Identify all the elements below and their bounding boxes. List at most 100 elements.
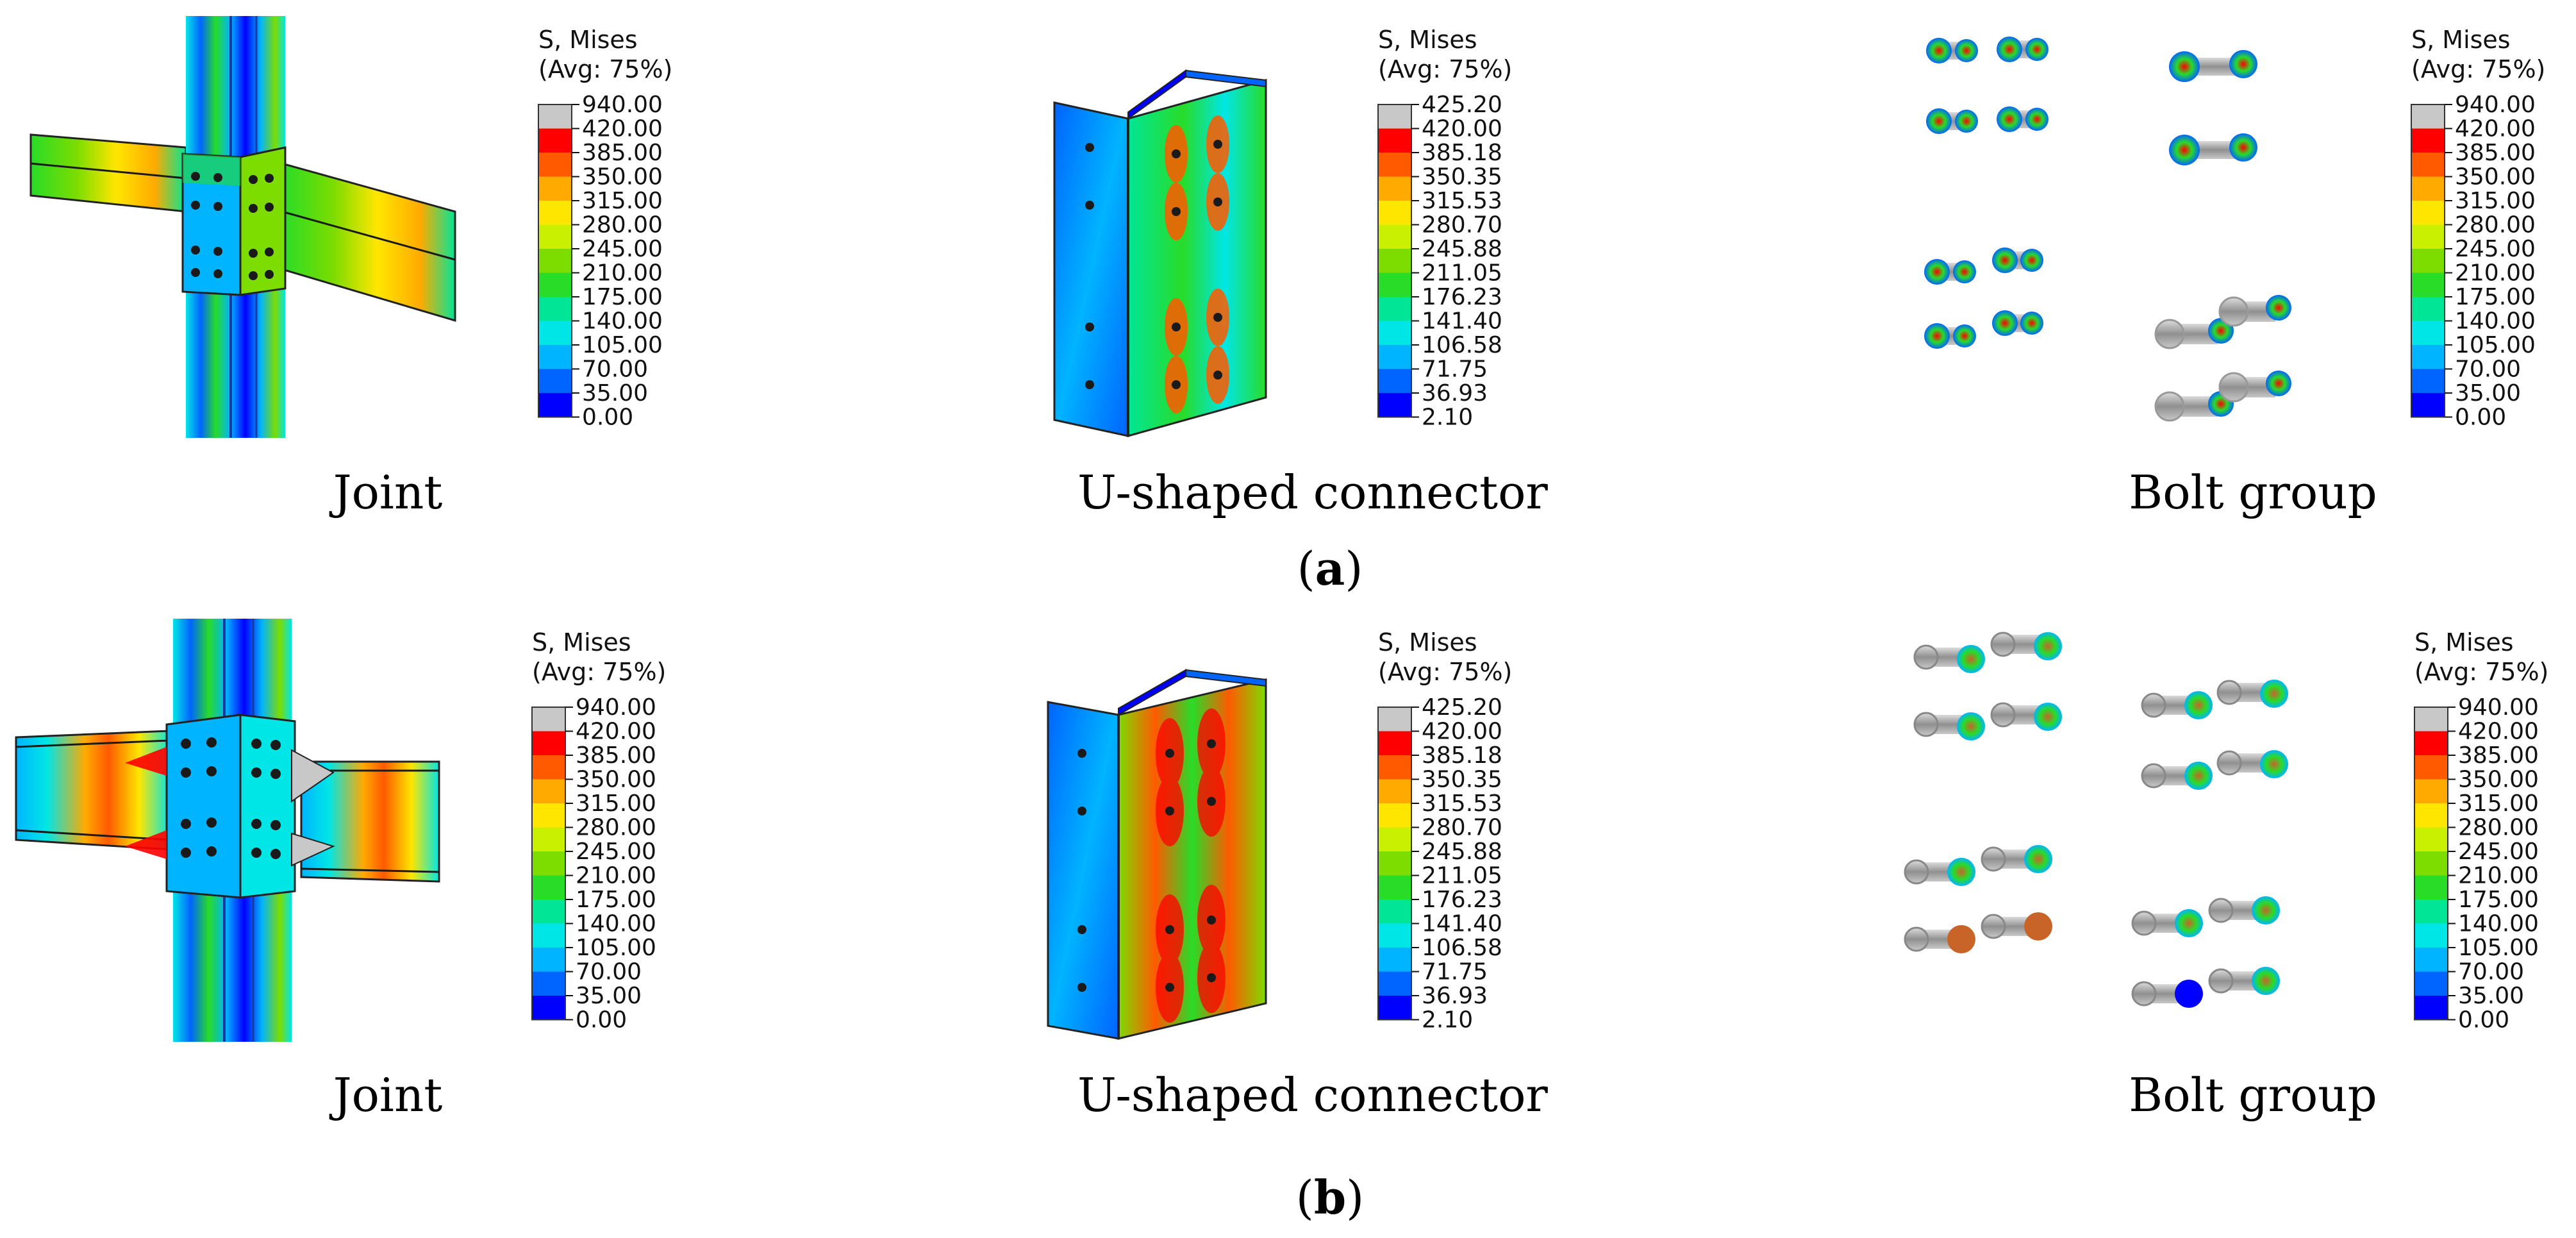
legend-tick-label: 105.00 [2458, 935, 2539, 961]
legend-color-band [1378, 369, 1411, 393]
legend-color-band [2414, 707, 2448, 732]
legend-subtitle: (Avg: 75%) [538, 55, 672, 83]
legend-tick-label: 140.00 [2455, 308, 2536, 335]
legend-color-band [538, 321, 572, 345]
bolt [1913, 712, 1985, 740]
legend-tick-label: 175.00 [2458, 887, 2539, 913]
legend-tick-label: 210.00 [2458, 863, 2539, 889]
bolt [1990, 702, 2062, 731]
legend-tick-label: 210.00 [576, 863, 656, 889]
legend-color-band [532, 996, 565, 1020]
legend-tick-label: 245.00 [2458, 839, 2539, 865]
bolt [1904, 858, 1975, 886]
caption-bolt-group-b: Bolt group [2129, 1068, 2377, 1122]
caption-bolt-group-a: Bolt group [2129, 465, 2377, 519]
legend-tick-label: 350.00 [2458, 767, 2539, 793]
legend-tick-label: 940.00 [2455, 92, 2536, 118]
legend-title: S, Mises [532, 628, 631, 657]
legend-tick-label: 35.00 [582, 380, 648, 406]
legend-color-band [1378, 948, 1411, 972]
legend-color-band [2411, 128, 2445, 153]
bolt [2216, 750, 2288, 778]
legend-bar-frame [1377, 707, 1412, 1021]
legend-tick-label: 175.00 [582, 284, 663, 310]
legend-tick-label: 106.58 [1422, 935, 1502, 961]
legend-tick-label: 385.18 [1422, 140, 1502, 166]
legend-tick-label: 350.35 [1422, 164, 1502, 190]
legend-tick-label: 280.70 [1422, 815, 1502, 841]
legend-bar-frame [531, 707, 566, 1021]
legend-color-band [2414, 827, 2448, 851]
row-b: S, Mises(Avg: 75%)940.00420.00385.00350.… [15, 619, 2548, 1225]
legend-color-band [1378, 176, 1411, 201]
legend-color-band [2411, 249, 2445, 273]
legend-tick-label: 211.05 [1422, 863, 1502, 889]
bolt [1981, 912, 2052, 941]
caption-u-connector-a: U-shaped connector [1077, 465, 1548, 519]
legend-tick-label: 350.35 [1422, 767, 1502, 793]
legend-color-band [1378, 321, 1411, 345]
legend-tick-label: 106.58 [1422, 332, 1502, 358]
legend-tick-label: 280.00 [582, 212, 663, 238]
legend-color-band [2411, 153, 2445, 177]
bolt-group-contour-a [1924, 37, 2291, 422]
legend-color-band [2411, 345, 2445, 369]
legend-color-band [1378, 224, 1411, 249]
bolt [2208, 967, 2280, 995]
legend-color-band [532, 707, 565, 732]
legend-title: S, Mises [2414, 628, 2514, 657]
bolt [2208, 896, 2280, 924]
legend-color-band [532, 875, 565, 899]
legend-color-band [2411, 272, 2445, 297]
bolt [2218, 371, 2291, 403]
bolt [2131, 909, 2203, 937]
legend-tick-label: 210.00 [582, 260, 663, 287]
legend-color-band [2411, 105, 2445, 129]
legend-tick-label: 140.00 [576, 911, 656, 937]
legend-bar-frame [2411, 104, 2445, 418]
bolt [1924, 323, 1976, 349]
legend-subtitle: (Avg: 75%) [2414, 658, 2548, 686]
legend-color-band [2414, 948, 2448, 972]
legend-color-band [1378, 755, 1411, 780]
legend-color-band [2411, 369, 2445, 393]
legend-tick-label: 420.00 [2455, 116, 2536, 142]
legend-title: S, Mises [538, 26, 638, 54]
legend-tick-label: 940.00 [582, 92, 663, 118]
legend-tick-label: 36.93 [1422, 983, 1488, 1009]
legend-tick-label: 141.40 [1422, 308, 1502, 335]
legend-color-band [538, 153, 572, 177]
legend-tick-label: 245.00 [582, 236, 663, 262]
legend-tick-label: 245.00 [576, 839, 656, 865]
legend-color-band [1378, 105, 1411, 129]
legend-tick-label: 425.20 [1422, 92, 1502, 118]
bolt [1992, 310, 2043, 336]
legend-tick-label: 36.93 [1422, 380, 1488, 406]
legend-tick-label: 420.00 [1422, 719, 1502, 745]
legend-tick-label: 315.00 [582, 188, 663, 214]
legend-tick-label: 71.75 [1422, 959, 1488, 985]
legend-color-band [1378, 803, 1411, 828]
legend-color-band [532, 779, 565, 803]
legend-tick-label: 315.00 [2458, 790, 2539, 817]
legend-tick-label: 105.00 [582, 332, 663, 358]
legend-tick-label: 35.00 [2455, 380, 2521, 406]
legend-tick-label: 2.10 [1422, 1007, 1473, 1033]
legend-color-band [1378, 249, 1411, 273]
legend-color-band [1378, 899, 1411, 924]
legend-tick-label: 2.10 [1422, 405, 1473, 431]
bolt [2131, 980, 2203, 1008]
legend-color-band [2414, 755, 2448, 780]
legend-color-band [1378, 875, 1411, 899]
bolt [1924, 259, 1976, 285]
legend-color-band [2411, 297, 2445, 321]
caption-joint-b: Joint [329, 1068, 443, 1122]
legend-tick-label: 70.00 [2458, 959, 2524, 985]
legend-color-band [1378, 851, 1411, 876]
legend-color-band [532, 899, 565, 924]
bolt [1926, 38, 1978, 63]
bolt [1926, 108, 1978, 134]
bolt [2141, 762, 2213, 790]
bolt [1997, 106, 2048, 132]
legend-tick-label: 105.00 [576, 935, 656, 961]
